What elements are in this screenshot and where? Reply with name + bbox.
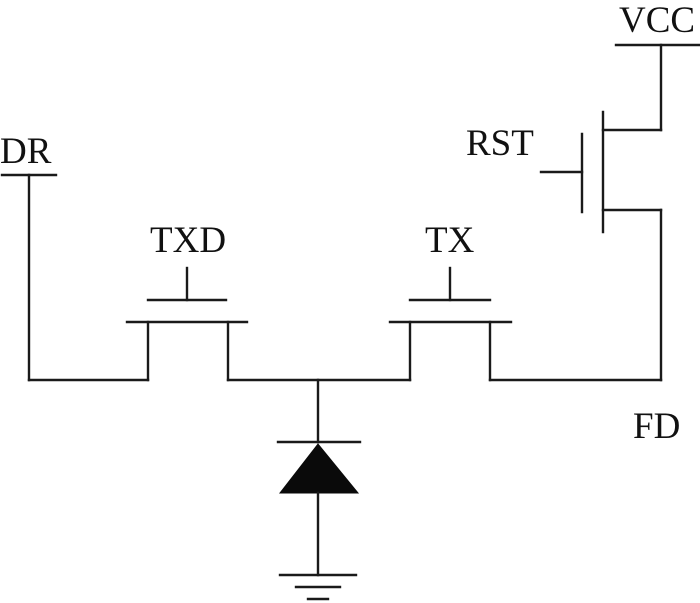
label-vcc: VCC [619, 0, 695, 41]
label-dr: DR [0, 131, 52, 172]
fd-node [488, 208, 663, 382]
middle-node [226, 378, 412, 444]
vcc-node [614, 43, 700, 132]
label-rst: RST [466, 123, 534, 164]
photodiode [276, 440, 362, 577]
txd-transistor [125, 266, 249, 382]
dr-node [0, 173, 150, 382]
label-tx: TX [425, 220, 475, 261]
tx-transistor [388, 266, 513, 382]
rst-transistor [539, 110, 663, 234]
label-txd: TXD [150, 220, 226, 261]
ground-symbol [278, 573, 358, 601]
label-fd: FD [633, 406, 680, 447]
diode-triangle [278, 443, 360, 494]
